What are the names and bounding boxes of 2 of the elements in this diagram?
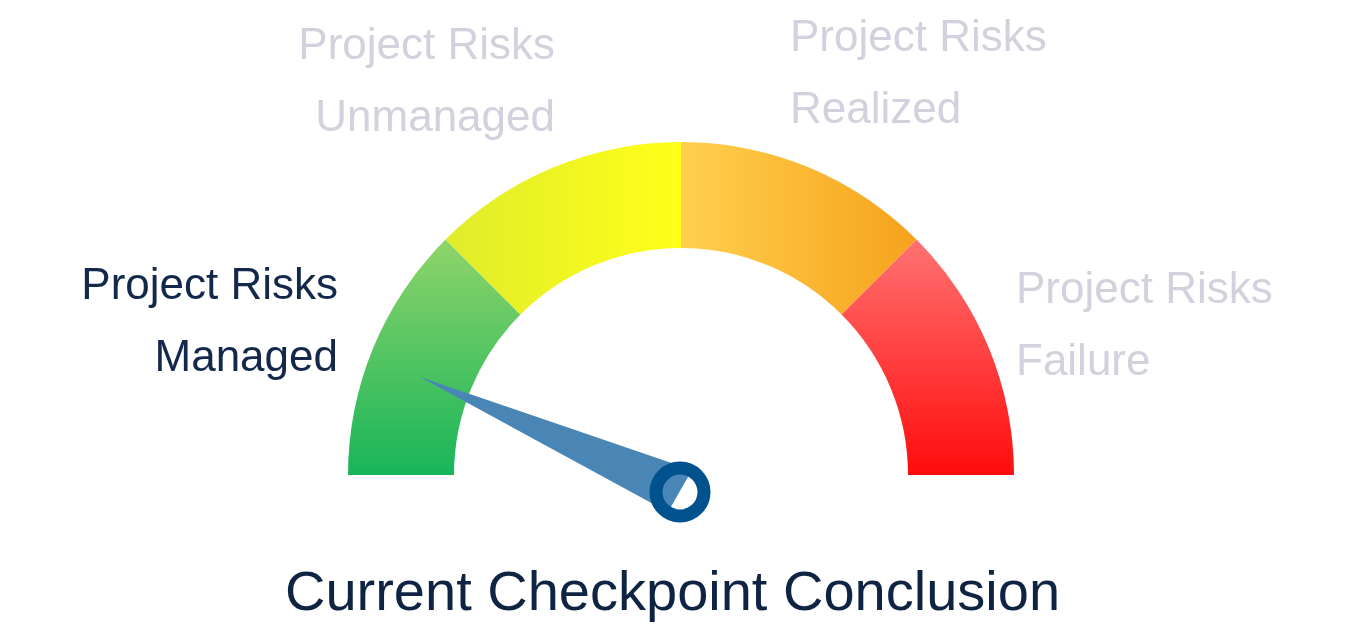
caption: Current Checkpoint Conclusion — [283, 558, 1062, 624]
zone-label: Project Risks Managed — [80, 258, 338, 382]
